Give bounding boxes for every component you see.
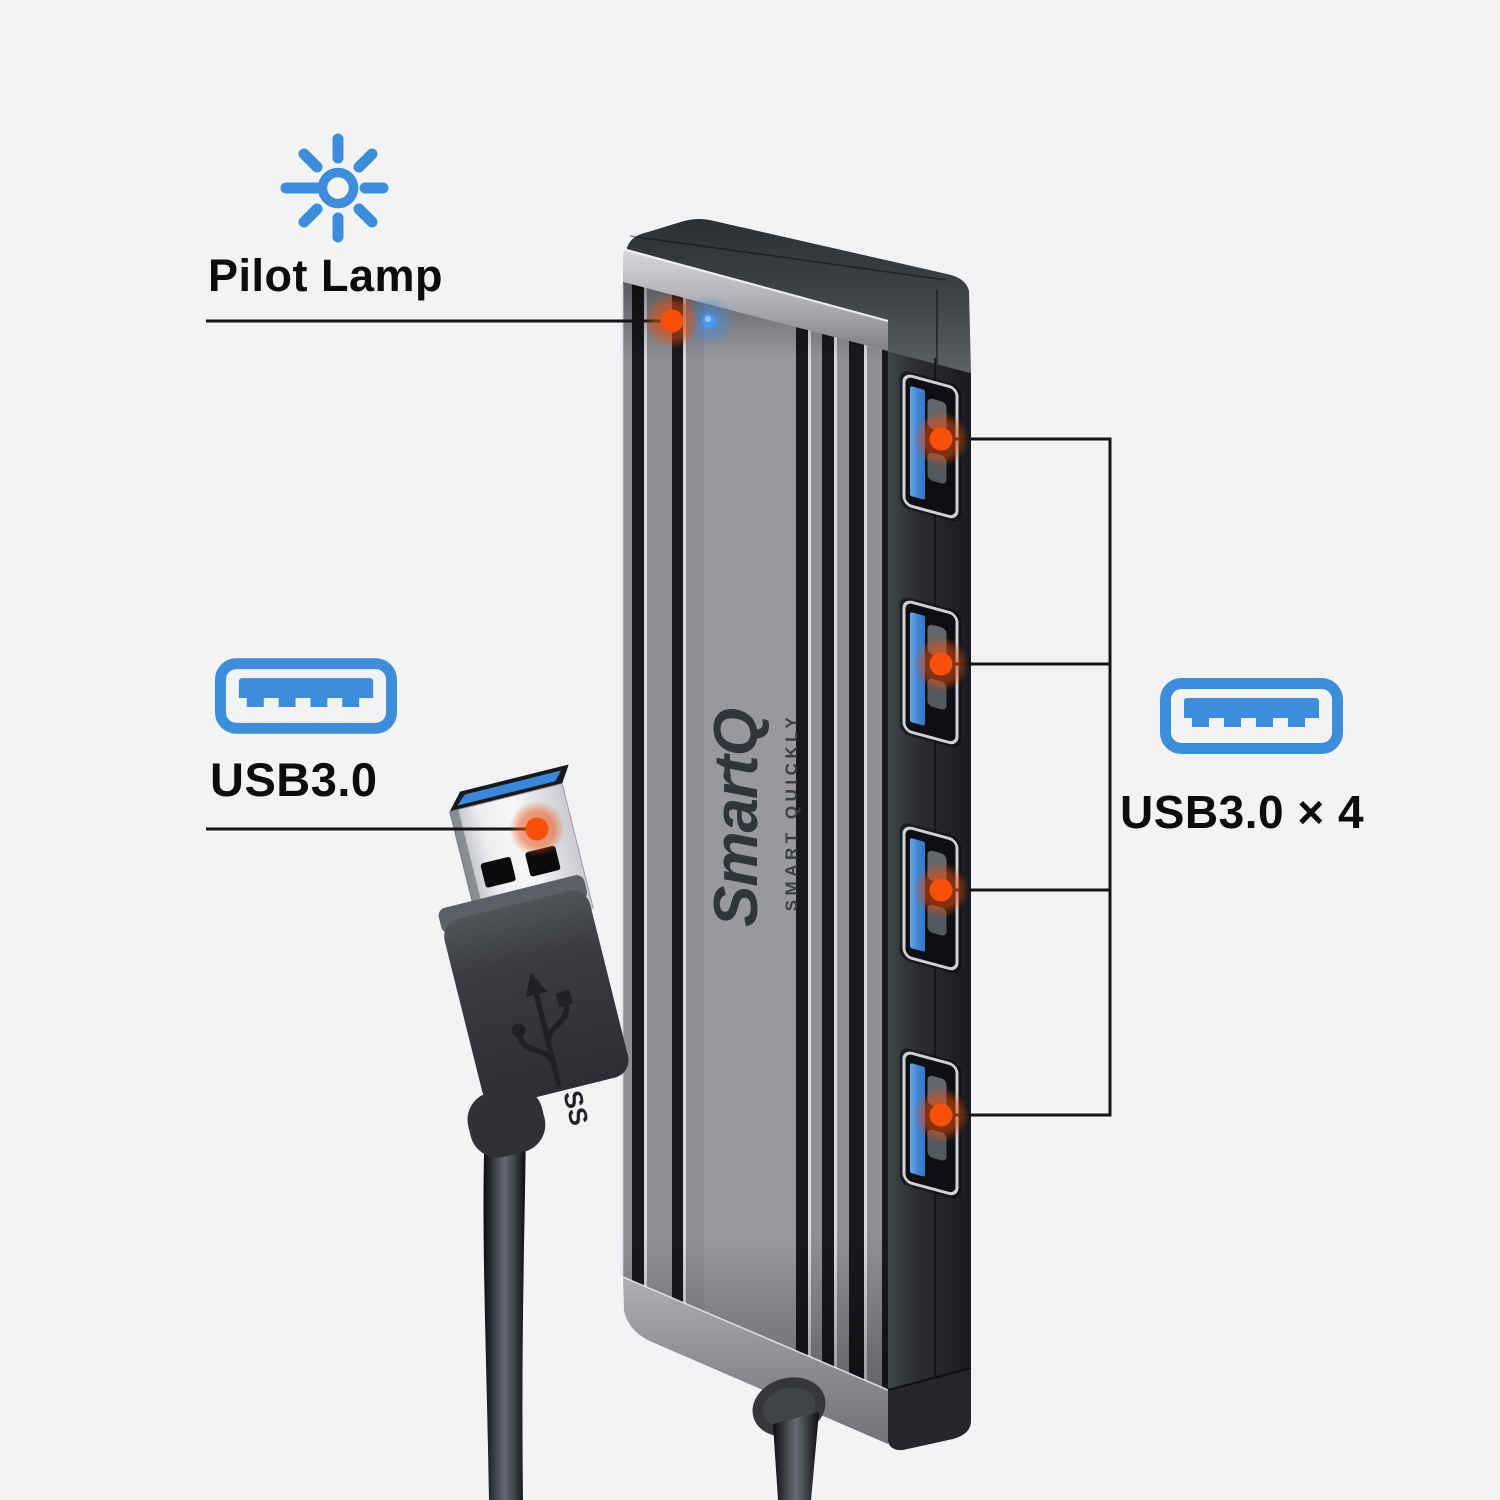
port3-marker (913, 862, 969, 918)
port1-marker (913, 411, 969, 467)
brand-logo-text: SmartQ (702, 708, 771, 927)
hub-cable (752, 1377, 826, 1500)
plug-contact-hole-left (480, 857, 516, 888)
brand-logo: SmartQ SMART QUICKLY (702, 708, 801, 927)
usb-outputs-label: USB3.0 × 4 (1120, 786, 1365, 838)
port4-marker (913, 1087, 969, 1143)
usb-hub-device: SmartQ SMART QUICKLY (621, 219, 972, 1500)
marker-dots (509, 293, 969, 1143)
light-rays-icon (280, 133, 389, 243)
front-face-shading (623, 282, 888, 1390)
usb-a-port-icon (215, 658, 397, 734)
brand-tagline-text: SMART QUICKLY (782, 713, 801, 912)
pilot-lamp-marker (644, 293, 700, 349)
bottom-cap-highlight (622, 1276, 889, 1391)
usb-a-port-icon (1160, 678, 1343, 754)
usb-input-label: USB3.0 (210, 753, 378, 806)
pilot-lamp-label: Pilot Lamp (208, 250, 444, 301)
svg-text:SS: SS (557, 1087, 595, 1128)
port2-marker (913, 636, 969, 692)
callout-lines (206, 319, 1112, 1117)
plug-cable (483, 1118, 526, 1500)
usb-input-marker (509, 801, 565, 857)
hub-top-cap-front (623, 249, 888, 351)
plug-blue-tongue (457, 770, 561, 806)
plug-strain-relief (467, 1086, 546, 1158)
hub-bottom-cap-right (888, 1368, 971, 1451)
cap-ridge-line (629, 235, 947, 281)
cap-highlight-line (625, 249, 889, 322)
bottom-cap-seam (887, 1367, 972, 1391)
